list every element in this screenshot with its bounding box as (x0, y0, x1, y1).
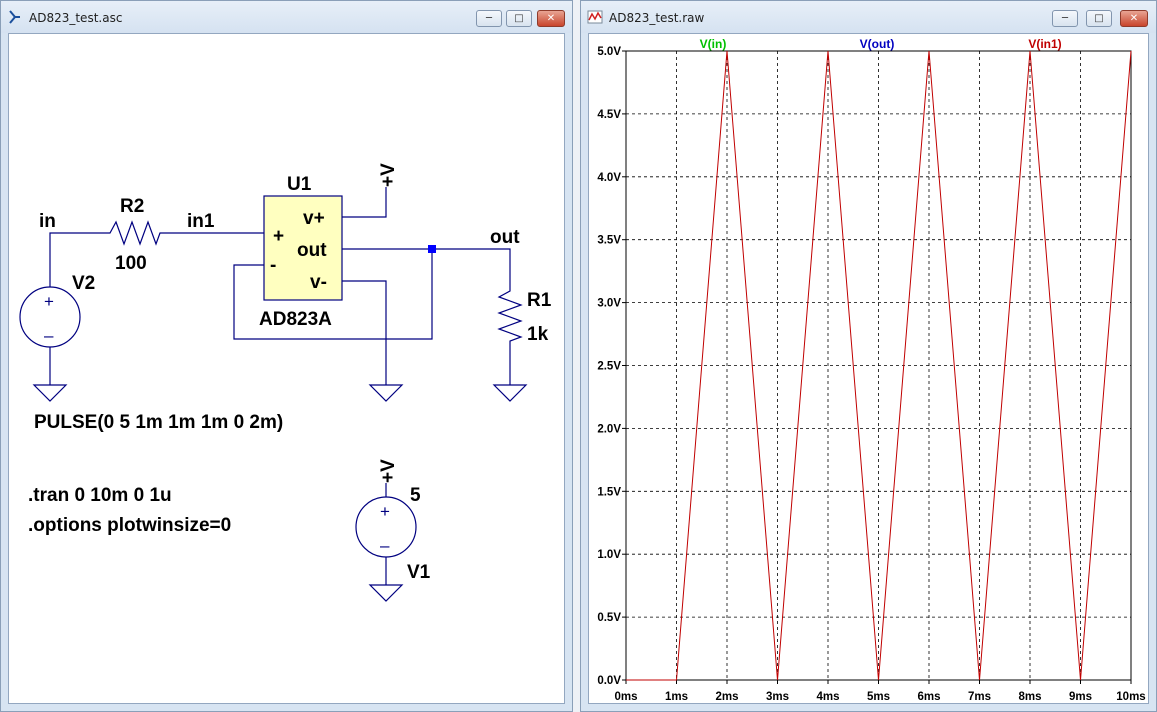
close-icon: ✕ (546, 13, 556, 24)
x-tick-label: 7ms (968, 691, 991, 703)
y-tick-label: 1.5V (597, 486, 621, 498)
wire-in[interactable] (49, 232, 102, 287)
pin-vminus: v- (310, 272, 327, 293)
supply-label-v1: +V (378, 459, 399, 483)
r1-value: 1k (527, 324, 549, 345)
x-tick-label: 4ms (816, 691, 839, 703)
minimize-button[interactable]: ─ (476, 10, 502, 27)
v1-value: 5 (410, 485, 421, 506)
y-tick-label: 2.0V (597, 423, 621, 435)
net-label-in1: in1 (187, 211, 215, 232)
source-plus-sign: + (380, 502, 390, 521)
resistor-r2[interactable] (102, 220, 167, 246)
maximize-icon: □ (514, 13, 524, 24)
opamp-u1[interactable] (263, 195, 343, 301)
spice-directive-options[interactable]: .options plotwinsize=0 (28, 515, 231, 536)
close-button[interactable]: ✕ (1120, 10, 1148, 27)
maximize-button[interactable]: □ (506, 10, 532, 27)
v1-name: V1 (407, 562, 431, 583)
pin-vplus: v+ (303, 208, 325, 229)
window-title: AD823_test.asc (29, 11, 123, 25)
v2-value: PULSE(0 5 1m 1m 1m 0 2m) (34, 412, 283, 433)
x-tick-label: 10ms (1116, 691, 1145, 703)
v2-name: V2 (72, 273, 95, 294)
pin-plus: + (273, 226, 284, 247)
legend-v-out[interactable]: V(out) (860, 37, 895, 51)
pin-minus: - (270, 255, 276, 276)
ltspice-schematic-icon (9, 10, 20, 24)
x-tick-label: 1ms (665, 691, 688, 703)
y-tick-label: 3.0V (597, 298, 621, 310)
resistor-r1[interactable] (497, 285, 523, 345)
ground-symbol (492, 384, 528, 402)
legend-v-in1[interactable]: V(in1) (1028, 37, 1061, 51)
spice-directive-tran[interactable]: .tran 0 10m 0 1u (28, 485, 172, 506)
y-tick-label: 3.5V (597, 235, 621, 247)
waveform-icon (587, 10, 603, 24)
voltage-source-v1[interactable] (355, 496, 417, 558)
title-bar[interactable]: AD823_test.asc ─ □ ✕ (1, 1, 572, 33)
schematic-canvas[interactable]: +V +V in in1 out R2 100 R1 1k U1 AD823A … (8, 33, 565, 704)
legend-v-in[interactable]: V(in) (700, 37, 727, 51)
maximize-button[interactable]: □ (1086, 10, 1112, 27)
close-button[interactable]: ✕ (537, 10, 565, 27)
y-tick-label: 0.0V (597, 675, 621, 687)
plot-pane[interactable]: 0ms 1ms 2ms 3ms 4ms 5ms 6ms 7ms 8ms 9ms 10ms 0.0V 0.… (588, 33, 1149, 704)
voltage-source-v2[interactable] (19, 286, 81, 348)
r1-name: R1 (527, 290, 552, 311)
window-title: AD823_test.raw (609, 11, 705, 25)
ground-symbol (368, 584, 404, 602)
x-tick-label: 3ms (766, 691, 789, 703)
source-minus-sign: – (380, 536, 390, 555)
waveform-plot[interactable]: 0ms 1ms 2ms 3ms 4ms 5ms 6ms 7ms 8ms 9ms 10ms 0.0V 0.… (589, 34, 1149, 704)
minimize-icon: ─ (485, 13, 493, 24)
schematic-window[interactable]: AD823_test.asc ─ □ ✕ (0, 0, 573, 712)
source-minus-sign: – (44, 326, 54, 345)
wire-out[interactable] (342, 248, 511, 285)
r2-name: R2 (120, 196, 144, 217)
net-label-in: in (39, 211, 56, 232)
x-tick-label: 6ms (917, 691, 940, 703)
y-tick-label: 1.0V (597, 549, 621, 561)
junction-dot (428, 245, 436, 253)
ground-symbol (32, 384, 68, 402)
supply-label-top: +V (378, 163, 399, 187)
x-tick-label: 0ms (614, 691, 637, 703)
minimize-icon: ─ (1061, 13, 1069, 24)
y-tick-label: 5.0V (597, 46, 621, 58)
y-tick-label: 0.5V (597, 612, 621, 624)
maximize-icon: □ (1094, 13, 1104, 24)
x-tick-label: 8ms (1018, 691, 1041, 703)
y-tick-label: 2.5V (597, 361, 621, 373)
waveform-window[interactable]: AD823_test.raw ─ □ ✕ 0ms 1ms 2ms 3ms 4ms 5ms 6… (580, 0, 1157, 712)
u1-model: AD823A (259, 309, 332, 330)
source-plus-sign: + (44, 292, 54, 311)
wire-vminus[interactable] (342, 280, 387, 385)
u1-name: U1 (287, 174, 312, 195)
pin-out: out (297, 240, 327, 261)
wire-feedback[interactable] (233, 249, 433, 340)
x-tick-label: 9ms (1069, 691, 1092, 703)
mdi-divider (573, 0, 580, 712)
x-tick-label: 5ms (867, 691, 890, 703)
x-tick-label: 2ms (715, 691, 738, 703)
wire-vplus[interactable] (342, 187, 387, 218)
y-tick-label: 4.5V (597, 109, 621, 121)
close-icon: ✕ (1129, 13, 1139, 24)
title-bar[interactable]: AD823_test.raw ─ □ ✕ (581, 1, 1156, 33)
ground-symbol (368, 384, 404, 402)
r2-value: 100 (115, 253, 147, 274)
minimize-button[interactable]: ─ (1052, 10, 1078, 27)
y-tick-label: 4.0V (597, 172, 621, 184)
net-label-out: out (490, 227, 520, 248)
